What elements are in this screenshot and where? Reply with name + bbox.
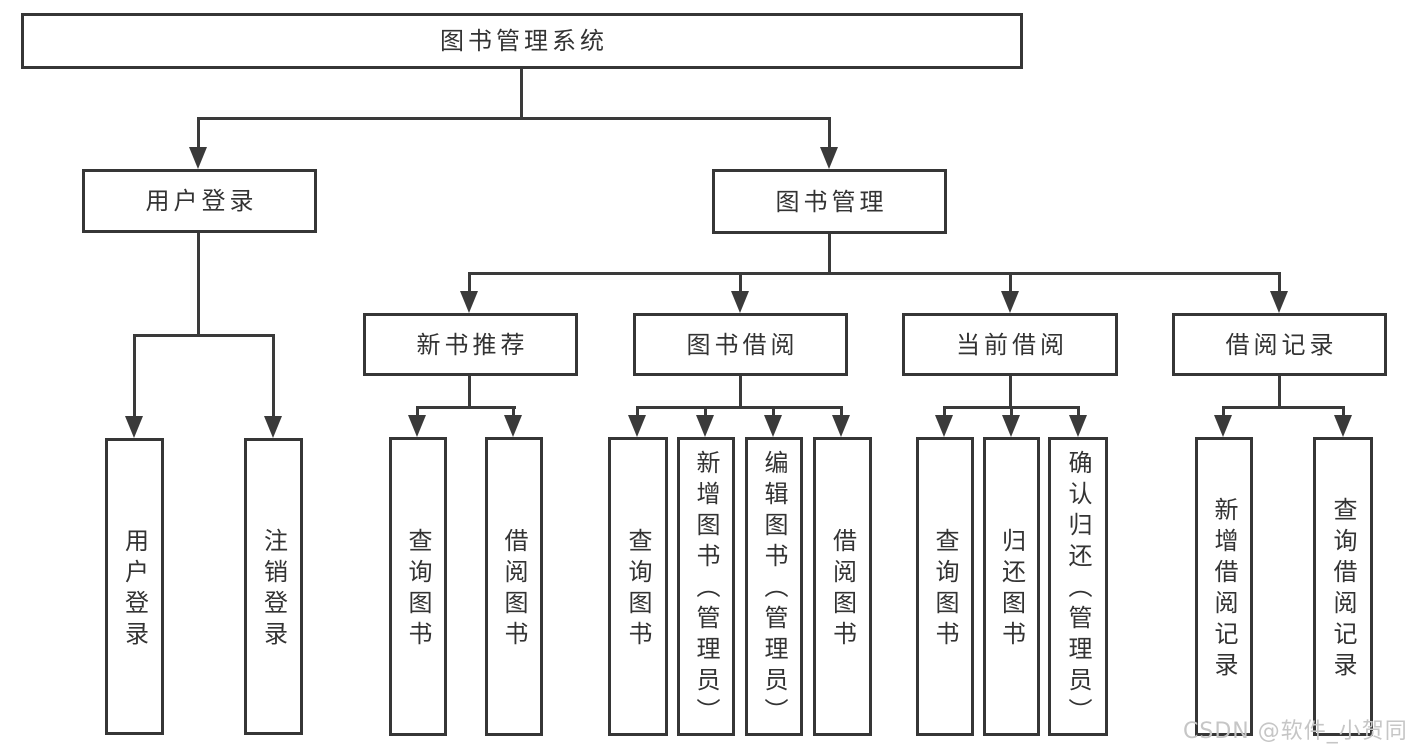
connector-line [772, 406, 775, 419]
leaf-add-borrow-record: 新增借阅记录 [1195, 437, 1253, 736]
arrowhead-icon [764, 415, 782, 437]
leaf-label: 查询借阅记录 [1329, 496, 1357, 683]
arrowhead-icon [189, 147, 207, 169]
leaf-label: 查询图书 [624, 527, 652, 652]
arrowhead-icon [696, 415, 714, 437]
node-label: 图书管理系统 [440, 27, 608, 55]
connector-line [1009, 272, 1012, 295]
node-book-borrowing: 图书借阅 [633, 313, 848, 376]
arrowhead-icon [731, 291, 749, 313]
connector-line [1077, 406, 1080, 419]
leaf-label: 确认归还（管理员） [1064, 450, 1092, 729]
leaf-query-books-recommend: 查询图书 [389, 437, 447, 736]
connector-line [636, 406, 843, 409]
connector-line [1222, 406, 1345, 409]
leaf-user-login: 用户登录 [105, 438, 164, 735]
connector-line [828, 234, 831, 275]
connector-line [739, 376, 742, 409]
connector-line [416, 406, 419, 419]
leaf-query-books-borrowing: 查询图书 [608, 437, 668, 736]
leaf-label: 查询图书 [404, 527, 432, 652]
node-label: 借阅记录 [1225, 330, 1338, 359]
connector-line [943, 406, 946, 419]
connector-line [468, 272, 471, 295]
connector-line [739, 272, 742, 295]
leaf-label: 归还图书 [997, 527, 1026, 652]
node-book-management: 图书管理 [712, 169, 947, 234]
node-borrowing-records: 借阅记录 [1172, 313, 1387, 376]
arrowhead-icon [1214, 415, 1232, 437]
leaf-label: 借阅图书 [828, 527, 857, 652]
arrowhead-icon [1270, 291, 1288, 313]
connector-line [636, 406, 639, 419]
leaf-label: 新增借阅记录 [1210, 496, 1238, 683]
connector-line [1222, 406, 1225, 419]
connector-line [197, 117, 200, 150]
connector-line [133, 334, 275, 337]
leaf-label: 用户登录 [120, 527, 149, 652]
leaf-query-books-current: 查询图书 [916, 437, 974, 736]
connector-line [1009, 376, 1012, 409]
arrowhead-icon [1001, 291, 1019, 313]
connector-line [704, 406, 707, 419]
connector-line [197, 117, 831, 120]
leaf-label: 查询图书 [931, 527, 959, 652]
connector-line [828, 117, 831, 150]
leaf-borrow-books: 借阅图书 [813, 437, 872, 736]
connector-line [468, 376, 471, 409]
leaf-add-books-admin: 新增图书（管理员） [677, 437, 735, 736]
arrowhead-icon [628, 415, 646, 437]
node-label: 新书推荐 [416, 330, 529, 359]
leaf-confirm-return-admin: 确认归还（管理员） [1048, 437, 1108, 736]
leaf-borrow-books-recommend: 借阅图书 [485, 437, 543, 736]
node-label: 用户登录 [145, 187, 258, 215]
connector-line [272, 334, 275, 418]
node-label: 图书借阅 [686, 330, 799, 359]
leaf-logout: 注销登录 [244, 438, 303, 735]
leaf-label: 新增图书（管理员） [692, 450, 720, 729]
leaf-label: 编辑图书（管理员） [760, 450, 788, 729]
connector-line [1278, 376, 1281, 409]
connector-line [1278, 272, 1281, 295]
csdn-watermark: CSDN @软件_小贺同学 [1183, 719, 1405, 744]
arrowhead-icon [935, 415, 953, 437]
connector-line [840, 406, 843, 419]
connector-line [197, 233, 200, 337]
node-label: 当前借阅 [956, 330, 1068, 359]
arrowhead-icon [820, 147, 838, 169]
arrowhead-icon [1002, 415, 1020, 437]
connector-line [1342, 406, 1345, 419]
connector-line [520, 69, 523, 119]
arrowhead-icon [460, 291, 478, 313]
connector-line [512, 406, 515, 419]
connector-line [1010, 406, 1013, 419]
arrowhead-icon [832, 415, 850, 437]
arrowhead-icon [264, 416, 282, 438]
node-current-borrowing: 当前借阅 [902, 313, 1118, 376]
leaf-return-books: 归还图书 [983, 437, 1040, 736]
node-root-library-system: 图书管理系统 [21, 13, 1023, 69]
connector-line [133, 334, 136, 418]
node-new-book-recommendation: 新书推荐 [363, 313, 578, 376]
arrowhead-icon [1069, 415, 1087, 437]
leaf-query-borrow-record: 查询借阅记录 [1313, 437, 1373, 736]
leaf-edit-books-admin: 编辑图书（管理员） [745, 437, 803, 736]
leaf-label: 注销登录 [259, 527, 288, 652]
node-label: 图书管理 [775, 187, 888, 216]
connector-line [416, 406, 516, 409]
arrowhead-icon [408, 415, 426, 437]
arrowhead-icon [1334, 415, 1352, 437]
node-user-login: 用户登录 [82, 169, 317, 233]
arrowhead-icon [125, 416, 143, 438]
arrowhead-icon [504, 415, 522, 437]
leaf-label: 借阅图书 [500, 527, 528, 652]
connector-line [468, 272, 1281, 275]
